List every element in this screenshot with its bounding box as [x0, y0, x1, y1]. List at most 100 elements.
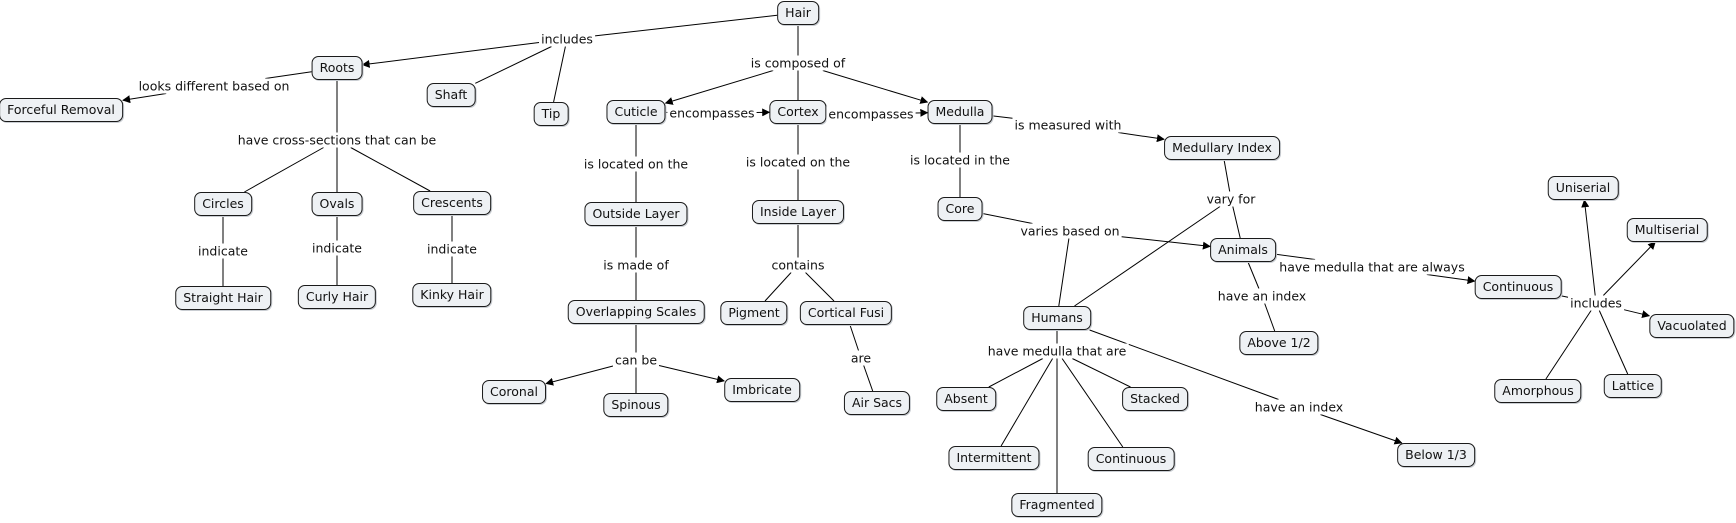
link-located-on-inside: is located on the	[743, 154, 853, 170]
node-cuticle[interactable]: Cuticle	[606, 100, 666, 124]
node-above-half[interactable]: Above 1/2	[1239, 331, 1319, 355]
node-humans[interactable]: Humans	[1023, 306, 1091, 330]
link-located-on-outside: is located on the	[581, 156, 691, 172]
connector-l_includes1-roots	[361, 42, 540, 68]
link-located-in-core: is located in the	[908, 152, 1012, 168]
connector-l_index_h-below	[1320, 414, 1403, 445]
node-straight-hair[interactable]: Straight Hair	[175, 286, 271, 310]
node-tip[interactable]: Tip	[533, 102, 569, 126]
link-have-medulla-always: have medulla that are always	[1277, 259, 1467, 275]
link-indicate-circles: indicate	[196, 243, 250, 259]
connector-l_medthatare-intermittent	[1000, 358, 1054, 447]
node-cortex[interactable]: Cortex	[769, 100, 827, 124]
node-inside-layer[interactable]: Inside Layer	[751, 200, 845, 224]
link-varies-based-on: varies based on	[1018, 223, 1122, 239]
node-lattice[interactable]: Lattice	[1603, 374, 1663, 398]
node-crescents[interactable]: Crescents	[413, 191, 491, 215]
connector-medulla-l_measured	[992, 115, 1013, 119]
connector-l_includes2-multiserial	[1602, 241, 1656, 296]
node-shaft[interactable]: Shaft	[426, 83, 476, 107]
connector-l_includes2-lattice	[1598, 310, 1629, 375]
link-have-an-index-humans: have an index	[1252, 399, 1346, 415]
connector-l_measured-medindex	[1118, 132, 1165, 143]
link-is-composed-of: is composed of	[748, 55, 848, 71]
connector-l_are-airsacs	[863, 365, 874, 392]
node-absent[interactable]: Absent	[936, 387, 996, 411]
node-vacuolated[interactable]: Vacuolated	[1649, 314, 1735, 338]
connector-continuous_a-l_includes2	[1561, 295, 1569, 298]
connector-l_canbe-coronal	[545, 365, 614, 386]
node-continuous-humans[interactable]: Continuous	[1087, 447, 1175, 471]
connector-l_contains-fusi	[805, 272, 835, 302]
connector-l_includes2-uniserial	[1581, 199, 1596, 296]
node-stacked[interactable]: Stacked	[1122, 387, 1188, 411]
connector-l_cross-circles	[244, 147, 324, 193]
connector-l_medthatare-stacked	[1072, 358, 1131, 388]
link-encompasses-cortex: encompasses	[826, 106, 916, 122]
link-encompasses-cuticle: encompasses	[667, 105, 757, 121]
connector-l_index_a-above	[1264, 303, 1276, 332]
node-pigment[interactable]: Pigment	[720, 301, 788, 325]
connector-core-l_varies	[982, 213, 1033, 224]
node-imbricate[interactable]: Imbricate	[724, 378, 800, 402]
link-is-made-of: is made of	[601, 257, 671, 273]
node-spinous[interactable]: Spinous	[603, 393, 669, 417]
node-core[interactable]: Core	[937, 197, 983, 221]
link-contains: contains	[769, 257, 827, 273]
node-below-third[interactable]: Below 1/3	[1397, 443, 1475, 467]
node-ovals[interactable]: Ovals	[311, 192, 363, 216]
connector-l_includes1-shaft	[475, 46, 552, 84]
connector-l_always-continuous_a	[1426, 274, 1476, 285]
link-indicate-ovals: indicate	[310, 240, 364, 256]
link-includes-types: includes	[1568, 295, 1624, 311]
link-have-cross-sections: have cross-sections that can be	[235, 132, 439, 148]
connector-l_composed-medulla	[822, 70, 929, 104]
connector-medindex-l_varyfor	[1223, 159, 1231, 192]
node-animals[interactable]: Animals	[1210, 238, 1276, 262]
connector-l_medthatare-continuous_h	[1061, 358, 1124, 448]
connector-animals-l_index_a	[1247, 261, 1260, 289]
node-overlapping-scales[interactable]: Overlapping Scales	[567, 300, 705, 324]
node-hair[interactable]: Hair	[777, 1, 819, 25]
node-kinky-hair[interactable]: Kinky Hair	[412, 283, 492, 307]
link-includes: includes	[539, 31, 595, 47]
node-coronal[interactable]: Coronal	[482, 380, 546, 404]
connector-l_medthatare-absent	[988, 358, 1044, 388]
link-is-measured-with: is measured with	[1012, 117, 1124, 133]
node-air-sacs[interactable]: Air Sacs	[843, 391, 911, 415]
link-have-an-index-animals: have an index	[1215, 288, 1309, 304]
node-multiserial[interactable]: Multiserial	[1626, 218, 1708, 242]
node-circles[interactable]: Circles	[194, 192, 252, 216]
node-medulla[interactable]: Medulla	[927, 100, 993, 124]
connector-roots-l_looks	[265, 71, 312, 79]
connector-l_varyfor-humans	[1074, 206, 1221, 307]
node-curly-hair[interactable]: Curly Hair	[297, 285, 377, 309]
node-fragmented[interactable]: Fragmented	[1011, 493, 1103, 517]
connector-l_looks-forceful	[122, 93, 167, 104]
node-cortical-fusi[interactable]: Cortical Fusi	[799, 301, 893, 325]
connector-l_contains-pigment	[764, 272, 792, 302]
connector-l_includes2-vacuolated	[1623, 309, 1651, 319]
connector-hair-l_includes1	[594, 14, 778, 37]
node-medullary-index[interactable]: Medullary Index	[1164, 136, 1280, 160]
node-uniserial[interactable]: Uniserial	[1547, 176, 1619, 200]
node-outside-layer[interactable]: Outside Layer	[584, 202, 688, 226]
connector-l_varies-humans	[1058, 238, 1070, 307]
connector-l_includes2-amorphous	[1545, 310, 1592, 380]
node-continuous-animals[interactable]: Continuous	[1474, 275, 1562, 299]
link-are: are	[848, 350, 874, 366]
node-roots[interactable]: Roots	[311, 56, 363, 80]
link-vary-for: vary for	[1204, 191, 1258, 207]
node-amorphous[interactable]: Amorphous	[1494, 379, 1582, 403]
link-indicate-crescents: indicate	[425, 241, 479, 257]
node-forceful-removal[interactable]: Forceful Removal	[0, 98, 123, 122]
node-intermittent[interactable]: Intermittent	[948, 446, 1040, 470]
link-have-medulla-that-are: have medulla that are	[985, 343, 1129, 359]
connector-l_cross-crescents	[350, 147, 431, 192]
link-looks-different-based-on: looks different based on	[136, 78, 292, 94]
connector-l_includes1-tip	[553, 46, 566, 103]
connector-fusi-l_are	[849, 324, 859, 351]
connector-animals-l_always	[1275, 253, 1316, 260]
connector-l_varyfor-animals	[1232, 206, 1241, 239]
